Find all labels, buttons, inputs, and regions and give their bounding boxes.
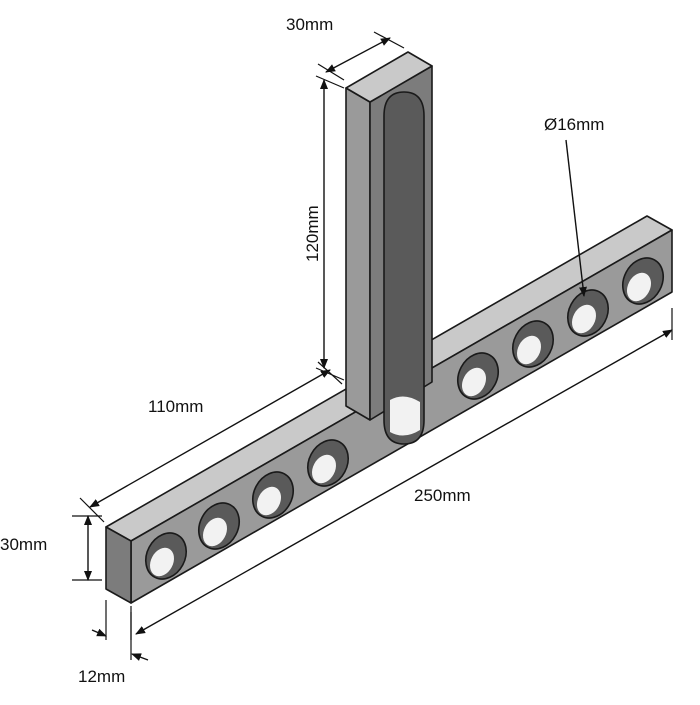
t-bracket	[105, 51, 673, 604]
dim-leader-hole-diameter	[565, 139, 587, 297]
label-arm-length: 110mm	[148, 397, 203, 416]
slot-hole	[383, 91, 425, 445]
dim-line-top-width	[325, 37, 391, 73]
dim-line-thickness-left	[91, 628, 107, 637]
label-thickness: 12mm	[78, 667, 125, 686]
hole-inner	[627, 272, 651, 302]
dim-line-thickness-right	[131, 653, 149, 661]
dimension-labels: 30mm 120mm Ø16mm 110mm 250mm 30mm 12mm	[0, 15, 604, 686]
dimension-lines	[72, 31, 673, 661]
label-top-width: 30mm	[286, 15, 333, 34]
label-bar-height: 30mm	[0, 535, 47, 554]
label-vertical-height: 120mm	[303, 205, 322, 262]
label-hole-diameter: Ø16mm	[544, 115, 604, 134]
vertical-arm-front-face	[345, 87, 371, 421]
slot-hole-depth	[390, 396, 420, 436]
label-total-length: 250mm	[414, 486, 471, 505]
horizontal-bar-end-face	[105, 526, 132, 604]
hole-inner	[572, 304, 596, 334]
dim-line-total-length	[135, 329, 673, 635]
